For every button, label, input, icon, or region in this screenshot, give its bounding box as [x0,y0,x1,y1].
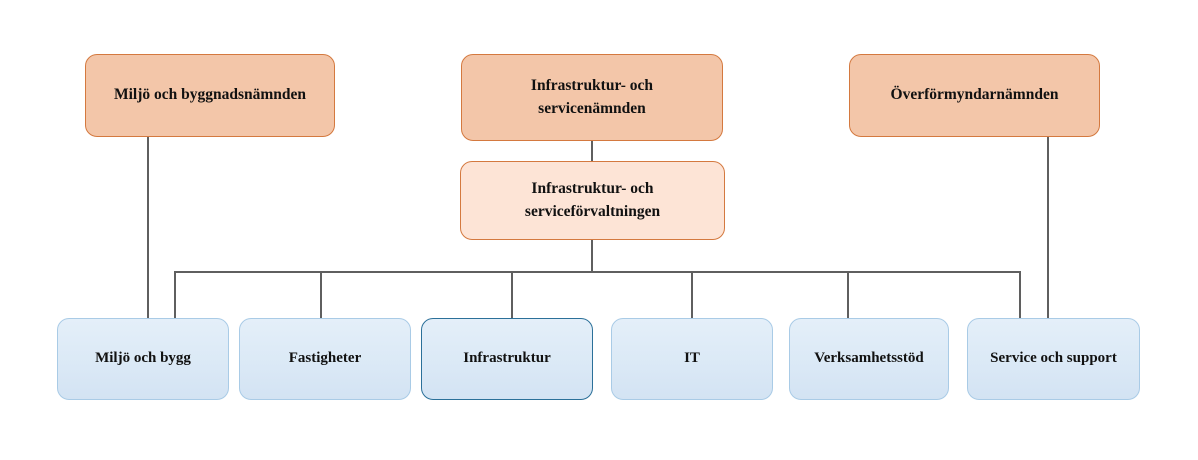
node-label: Fastigheter [288,350,362,367]
connector-bus-drop-infrastruktur [511,271,514,322]
node-infrastruktur-och-serviceforvaltningen[interactable]: Infrastruktur- och serviceförvaltningen [460,161,725,240]
connector-miljonamnd-to-miljobygg [147,136,150,322]
connector-servicenamnd-to-forvaltning [591,140,594,162]
connector-horizontal-bus [174,271,1021,274]
node-label: Överförmyndarnämnden [890,86,1059,104]
connector-bus-drop-verksamhetsstod [847,271,850,322]
connector-bus-drop-service-och-support [1019,271,1022,322]
node-fastigheter[interactable]: Fastigheter [239,318,411,400]
connector-bus-drop-fastigheter [320,271,323,322]
connector-overformyndarnamnd-to-service [1047,136,1050,322]
node-overformyndarnamnden[interactable]: Överförmyndarnämnden [849,54,1100,137]
node-infrastruktur-och-servicenamnden[interactable]: Infrastruktur- och servicenämnden [461,54,723,141]
node-it[interactable]: IT [611,318,773,400]
node-label: Service och support [990,350,1117,367]
node-miljo-och-byggnadsnamnden[interactable]: Miljö och byggnadsnämnden [85,54,335,137]
node-service-och-support[interactable]: Service och support [967,318,1140,400]
node-infrastruktur[interactable]: Infrastruktur [421,318,593,400]
node-label: Verksamhetsstöd [814,350,924,367]
node-label: Infrastruktur [463,350,551,367]
node-label: Infrastruktur- och serviceförvaltningen [524,180,661,220]
node-label: IT [684,350,700,367]
connector-bus-drop-miljo-och-bygg [174,271,177,322]
node-label: Miljö och bygg [95,350,191,367]
connector-bus-drop-it [691,271,694,322]
node-verksamhetsstod[interactable]: Verksamhetsstöd [789,318,949,400]
connector-forvaltning-to-bus [591,240,594,273]
node-label: Miljö och byggnadsnämnden [113,86,307,104]
node-miljo-och-bygg[interactable]: Miljö och bygg [57,318,229,400]
node-label: Infrastruktur- och servicenämnden [530,77,654,117]
